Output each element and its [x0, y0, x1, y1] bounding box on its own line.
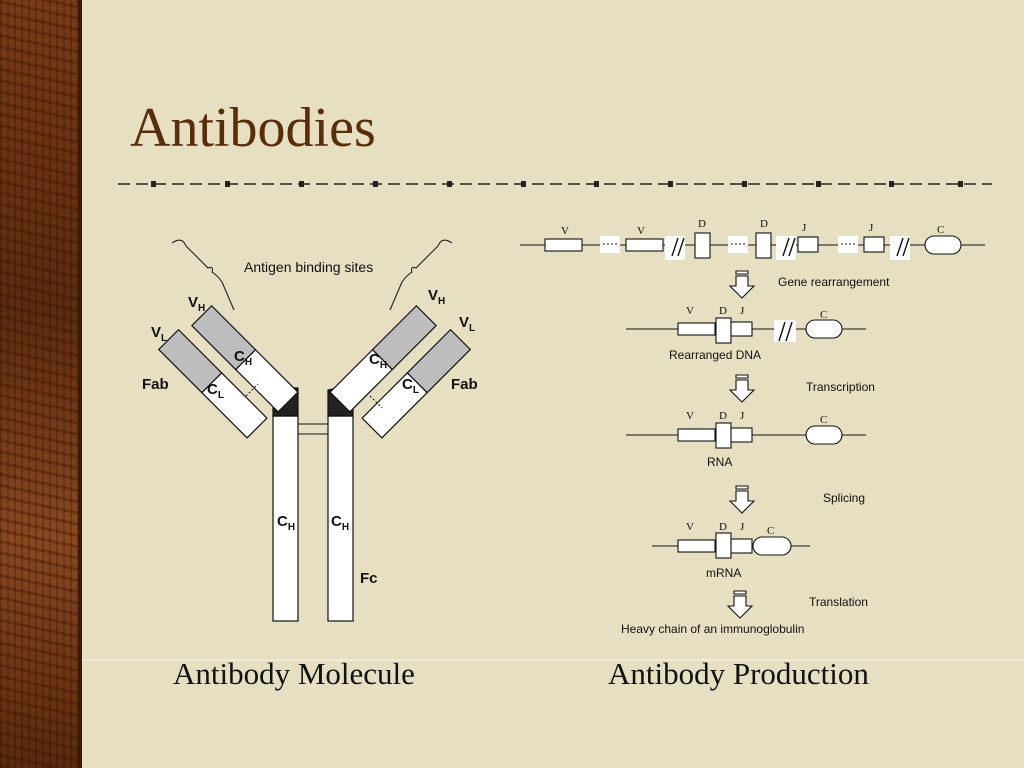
- gene-j2: [863, 236, 885, 253]
- rna-label-c: C: [820, 414, 827, 426]
- mrna-c: [752, 536, 792, 556]
- rdna-c: [805, 319, 843, 339]
- rdna-j: [730, 321, 753, 337]
- break-slashes: [671, 237, 910, 257]
- production-diagram: [520, 232, 985, 619]
- vl-right-label: VL: [459, 314, 475, 334]
- stage-mrna: mRNA: [706, 566, 741, 580]
- vh-right: [371, 304, 438, 371]
- rna-label-v: V: [686, 410, 694, 422]
- mrna-v: [677, 539, 716, 553]
- rdna-v: [677, 322, 716, 336]
- rna-d: [715, 422, 732, 449]
- slide-title: Antibodies: [130, 97, 376, 159]
- antigen-bracket-left: [171, 239, 235, 311]
- arm-bond-right: [369, 395, 383, 409]
- gene-c: [924, 235, 962, 255]
- cl-left-label: CL: [207, 381, 224, 401]
- heavy-chain-stem-left: [272, 415, 299, 622]
- gene-label-c: C: [937, 224, 944, 236]
- stage-rearranged-dna: Rearranged DNA: [669, 348, 761, 362]
- sidebar-edge: [78, 0, 82, 768]
- rdna-d: [715, 317, 732, 344]
- stage-rna: RNA: [707, 455, 732, 469]
- step-gene-rearrangement: Gene rearrangement: [778, 275, 890, 289]
- vl-left-label: VL: [151, 324, 167, 344]
- caption-antibody-production: Antibody Production: [608, 656, 869, 691]
- gene-j1: [797, 236, 819, 253]
- rule-dots: [151, 181, 963, 187]
- rdna-label-v: V: [686, 305, 694, 317]
- segment-labels: V V D D J J C V D J C V D J C V D J C: [561, 218, 944, 537]
- ch-stem-left-label: CH: [277, 513, 295, 533]
- antigen-binding-label: Antigen binding sites: [244, 259, 373, 275]
- gene-label-d1: D: [698, 218, 706, 230]
- vl-left: [157, 328, 223, 394]
- arm-bond-left: [245, 383, 259, 397]
- step-translation: Translation: [809, 595, 868, 609]
- rdna-label-j: J: [740, 305, 745, 317]
- vh-left-label: VH: [188, 294, 205, 314]
- gene-d1: [694, 232, 711, 259]
- gene-label-j1: J: [802, 222, 807, 234]
- gene-v1: [544, 238, 583, 252]
- rna-j: [730, 427, 753, 443]
- gene-d2: [755, 232, 772, 259]
- mrna-label-j: J: [740, 521, 745, 533]
- rna-label-d: D: [719, 410, 727, 422]
- cl-right-label: CL: [402, 376, 419, 396]
- ch-stem-right-label: CH: [331, 513, 349, 533]
- vh-right-label: VH: [428, 287, 445, 307]
- mrna-label-c: C: [767, 525, 774, 537]
- rna-v: [677, 428, 716, 442]
- mrna-j: [730, 538, 753, 554]
- mrna-label-d: D: [719, 521, 727, 533]
- step-labels: Gene rearrangement Transcription Splicin…: [621, 275, 890, 636]
- mrna-label-v: V: [686, 521, 694, 533]
- mrna-d: [715, 532, 732, 559]
- gene-label-v1: V: [561, 225, 569, 237]
- gene-v2: [625, 238, 664, 252]
- step-transcription: Transcription: [806, 380, 875, 394]
- antigen-bracket-right: [389, 239, 453, 311]
- ch-right-label: CH: [369, 351, 387, 371]
- arrows: [726, 270, 756, 619]
- rdna-label-d: D: [719, 305, 727, 317]
- arrow-splicing: [728, 485, 756, 514]
- gene-label-v2: V: [637, 225, 645, 237]
- ch-left-label: CH: [234, 348, 252, 368]
- vh-left: [190, 304, 257, 371]
- fab-right-label: Fab: [451, 376, 478, 393]
- antibody-molecule: [157, 239, 472, 622]
- vl-right: [406, 328, 472, 394]
- wood-sidebar: [0, 0, 78, 768]
- fab-left-label: Fab: [142, 376, 169, 393]
- fc-label: Fc: [360, 570, 378, 587]
- gene-label-d2: D: [760, 218, 768, 230]
- step-splicing: Splicing: [823, 491, 865, 505]
- rdna-label-c: C: [820, 309, 827, 321]
- gene-label-j2: J: [869, 222, 874, 234]
- arrow-transcription: [728, 374, 756, 403]
- product-label: Heavy chain of an immunoglobulin: [621, 622, 804, 636]
- caption-antibody-molecule: Antibody Molecule: [173, 656, 415, 691]
- heavy-chain-stem-right: [327, 415, 354, 622]
- rna-c: [805, 425, 843, 445]
- arrow-rearrangement: [728, 270, 756, 299]
- rna-label-j: J: [740, 410, 745, 422]
- domain-labels: VH VL CH CL VH VL CH CL CH CH: [151, 287, 475, 533]
- arrow-translation: [726, 590, 754, 619]
